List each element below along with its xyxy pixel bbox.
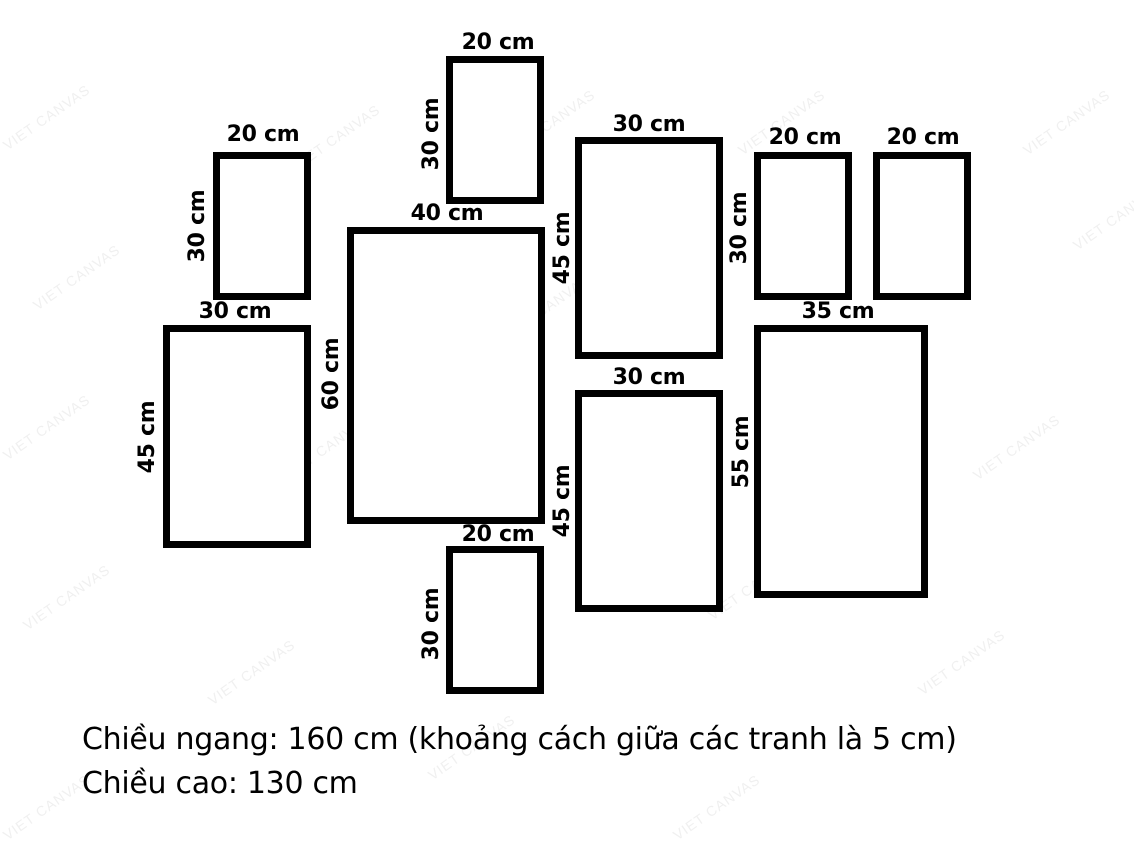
- watermark: VIET CANVAS: [30, 241, 123, 314]
- watermark: VIET CANVAS: [0, 391, 93, 464]
- frame-height-label: 45 cm: [135, 400, 160, 474]
- frame-35x55: [754, 325, 928, 598]
- frame-30x45-upper: [575, 137, 723, 359]
- frame-width-label: 20 cm: [461, 522, 535, 547]
- frame-width-label: 20 cm: [226, 122, 300, 147]
- watermark: VIET CANVAS: [0, 81, 93, 154]
- frame-width-label: 30 cm: [612, 112, 686, 137]
- frame-width-label: 30 cm: [612, 365, 686, 390]
- frame-30x45-left: [163, 325, 311, 548]
- caption-total-height: Chiều cao: 130 cm: [82, 766, 358, 801]
- frame-height-label: 30 cm: [419, 97, 444, 171]
- frame-height-label: 30 cm: [727, 191, 752, 265]
- watermark: VIET CANVAS: [20, 561, 113, 634]
- watermark: VIET CANVAS: [915, 626, 1008, 699]
- watermark: VIET CANVAS: [205, 636, 298, 709]
- watermark: VIET CANVAS: [670, 771, 763, 844]
- frame-height-label: 30 cm: [185, 189, 210, 263]
- frame-height-label: 60 cm: [319, 337, 344, 411]
- frame-height-label: 55 cm: [729, 415, 754, 489]
- watermark: VIET CANVAS: [1020, 86, 1113, 159]
- watermark: VIET CANVAS: [0, 771, 93, 844]
- frame-30x45-lower: [575, 390, 723, 612]
- frame-20x30-top-middle: [446, 56, 544, 204]
- watermark: VIET CANVAS: [970, 411, 1063, 484]
- frame-20x30-bottom-middle: [446, 546, 544, 694]
- frame-20x30-top-left: [213, 152, 311, 300]
- watermark: VIET CANVAS: [1070, 181, 1134, 254]
- frame-width-label: 30 cm: [198, 299, 272, 324]
- frame-height-label: 45 cm: [550, 211, 575, 285]
- frame-20x30-right-a: [754, 152, 852, 300]
- frame-height-label: 45 cm: [550, 464, 575, 538]
- frame-width-label: 20 cm: [461, 30, 535, 55]
- frame-height-label: 30 cm: [419, 587, 444, 661]
- frame-width-label: 40 cm: [410, 201, 484, 226]
- frame-width-label: 20 cm: [768, 125, 842, 150]
- frame-20x30-right-b: [873, 152, 971, 300]
- frame-40x60-large: [347, 227, 545, 524]
- caption-total-width: Chiều ngang: 160 cm (khoảng cách giữa cá…: [82, 722, 957, 757]
- frame-width-label: 20 cm: [886, 125, 960, 150]
- frame-width-label: 35 cm: [801, 299, 875, 324]
